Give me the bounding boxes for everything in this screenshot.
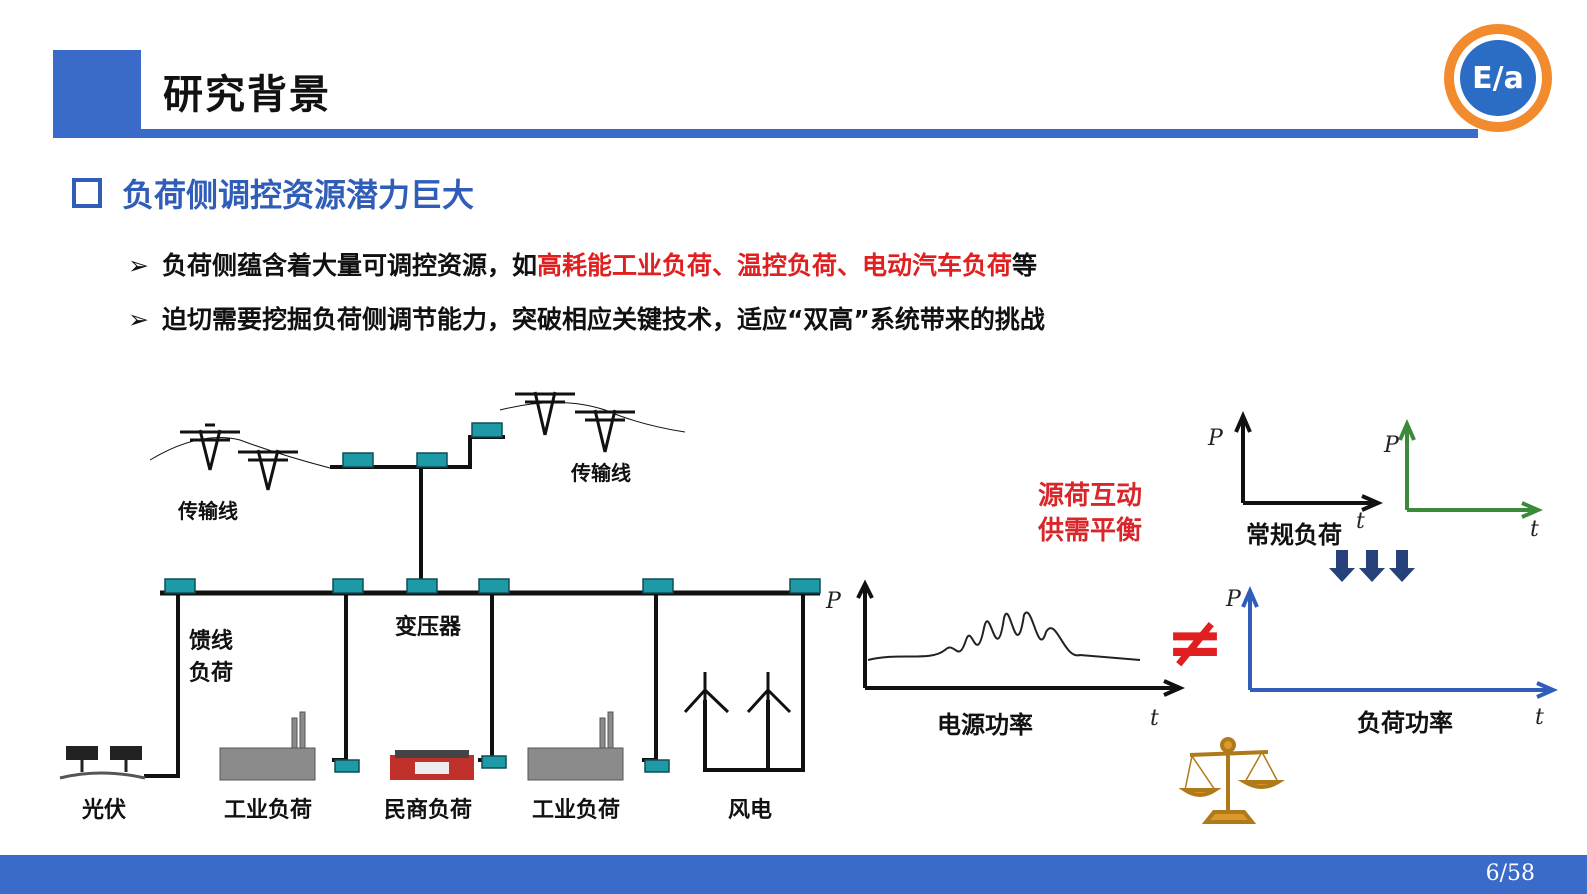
axis-t-label: t (1530, 517, 1539, 542)
svg-text:E/a: E/a (1472, 61, 1524, 96)
label-feeder-load: 负荷 (189, 661, 233, 686)
axis-t-label: t (1535, 705, 1544, 730)
axis-p-label: P (1383, 433, 1400, 458)
arrow-bullet-icon: ➢ (128, 251, 149, 280)
footer-bar: 6/58 (0, 855, 1587, 894)
bullet-highlight: 高耗能工业负荷、温控负荷、电动汽车负荷 (537, 251, 1013, 280)
factory-icon (219, 711, 316, 781)
interaction-label-2: 供需平衡 (1037, 515, 1142, 546)
axis-p-label: P (1225, 587, 1242, 612)
factory-icon (527, 711, 624, 781)
solar-panel-icon (59, 746, 146, 780)
load-power-label: 负荷功率 (1357, 709, 1453, 737)
transmission-tower-icon (499, 391, 686, 453)
label-feeder: 馈线 (189, 628, 233, 654)
arrow-bullet-icon: ➢ (128, 305, 149, 334)
axis-p-label: P (1207, 426, 1224, 451)
section-heading: 负荷侧调控资源潜力巨大 (72, 170, 474, 216)
bullet-text: 迫切需要挖掘负荷侧调节能力，突破相应关键技术，适应“双高”系统带来的挑战 (162, 305, 1045, 334)
label-transformer: 变压器 (395, 614, 462, 640)
label-wind: 风电 (728, 798, 772, 823)
transmission-tower-icon (149, 423, 331, 491)
grid-diagram: 传输线 传输线 馈线 负荷 变压器 光伏 工业负荷 民商负荷 工业负荷 风电 P… (59, 391, 1558, 824)
source-power-plot: P t 电源功率 (825, 579, 1185, 739)
load-power-plot: P t 负荷功率 (1225, 586, 1558, 737)
university-logo: E/a (1444, 24, 1552, 132)
source-power-label: 电源功率 (937, 711, 1033, 739)
title-divider (53, 129, 1478, 138)
label-transmission-right: 传输线 (570, 461, 631, 485)
page-title: 研究背景 (163, 72, 331, 118)
not-equal-icon: ≠ (1166, 601, 1225, 683)
label-industrial-load-1: 工业负荷 (224, 798, 312, 823)
wind-turbine-icon (683, 672, 792, 714)
label-commercial-load: 民商负荷 (384, 797, 472, 823)
controllable-load-plot: P t (1383, 419, 1543, 542)
bullet-item: ➢ 负荷侧蕴含着大量可调控资源，如高耗能工业负荷、温控负荷、电动汽车负荷等 (128, 246, 1037, 282)
label-pv: 光伏 (81, 797, 126, 823)
down-arrows-icon (1329, 550, 1415, 582)
bullet-text-end: 等 (1012, 251, 1038, 280)
section-heading-text: 负荷侧调控资源潜力巨大 (122, 176, 475, 214)
bullet-text: 负荷侧蕴含着大量可调控资源，如 (162, 251, 538, 280)
page-number: 6/58 (1485, 861, 1535, 886)
title-accent-block (53, 50, 141, 138)
label-transmission-left: 传输线 (177, 499, 238, 523)
axis-t-label: t (1356, 509, 1365, 534)
label-industrial-load-2: 工业负荷 (532, 798, 620, 823)
axis-t-label: t (1150, 706, 1159, 731)
bullet-item: ➢ 迫切需要挖掘负荷侧调节能力，突破相应关键技术，适应“双高”系统带来的挑战 (128, 300, 1045, 336)
interaction-label-1: 源荷互动 (1038, 481, 1142, 511)
axis-p-label: P (825, 589, 842, 614)
square-bullet-icon (72, 178, 102, 208)
commercial-building-icon (390, 750, 474, 780)
conventional-load-plot: P t 常规负荷 (1207, 411, 1383, 549)
conventional-load-label: 常规负荷 (1246, 521, 1342, 549)
balance-scale-icon (1178, 737, 1285, 824)
